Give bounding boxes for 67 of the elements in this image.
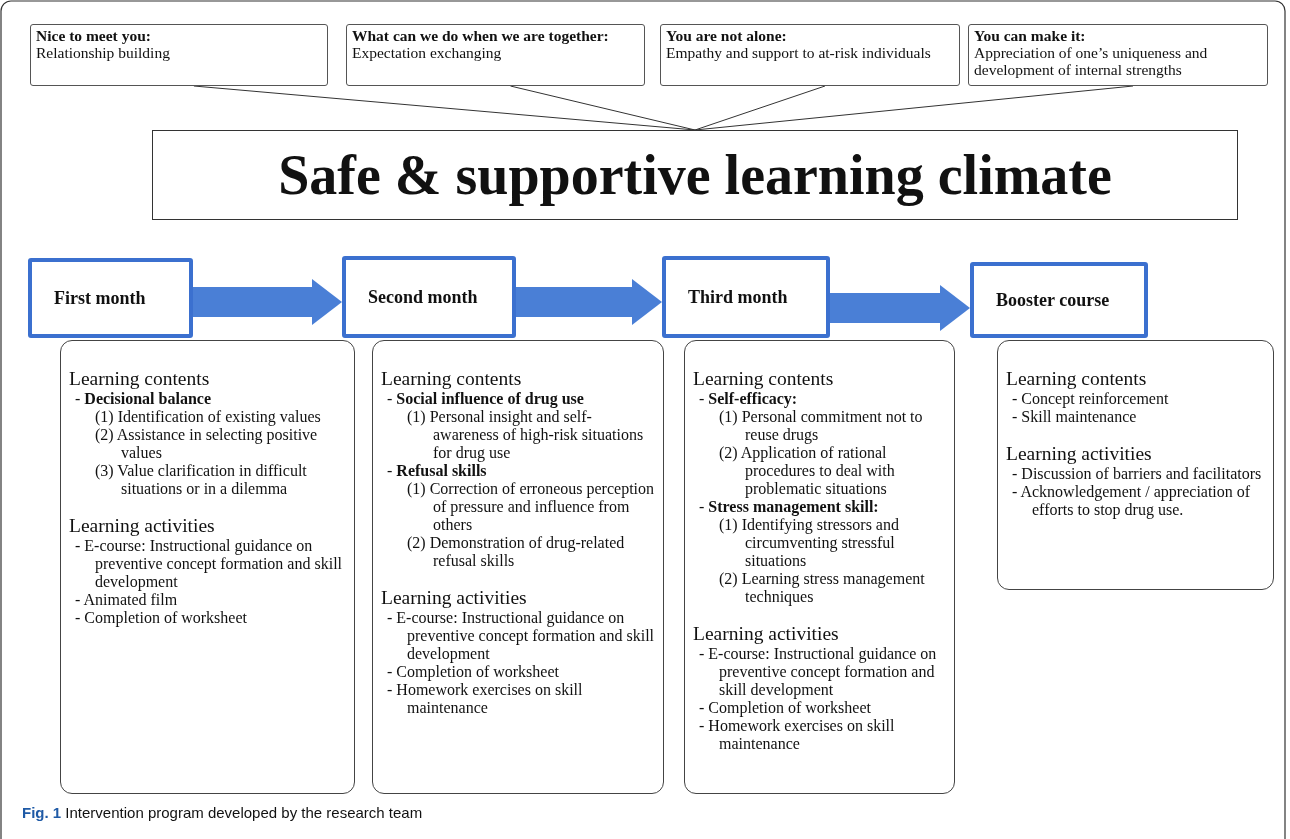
list-item: - Completion of worksheet	[386, 663, 560, 681]
stage-title: Third month	[688, 286, 788, 308]
stage-box	[662, 256, 830, 338]
theme-box	[660, 24, 960, 86]
list-item: - Animated film	[74, 591, 179, 609]
content-panel	[684, 340, 955, 794]
content-panel	[60, 340, 355, 794]
list-item: - Decisional balance	[74, 390, 212, 408]
section-heading: Learning contents	[1006, 367, 1148, 390]
theme-box	[968, 24, 1268, 86]
list-item: - Completion of worksheet	[74, 609, 248, 627]
list-item: (2) Demonstration of drug-related refusal skills	[406, 534, 626, 570]
connector-line	[694, 85, 826, 131]
theme-heading: What can we do when we are together:	[352, 27, 610, 44]
content-panel	[997, 340, 1274, 590]
list-item: - Social influence of drug use	[386, 390, 585, 408]
stage-box	[342, 256, 516, 338]
section-heading: Learning activities	[693, 622, 840, 645]
section-heading: Learning contents	[69, 367, 211, 390]
list-item: (3) Value clarification in difficult situations or in a dilemma	[94, 462, 308, 498]
list-item: - Stress management skill:	[698, 498, 880, 516]
block-arrow	[516, 279, 662, 325]
theme-heading: Nice to meet you:	[36, 27, 152, 44]
list-item: (1) Identifying stressors and circumventing stressful situations	[718, 516, 900, 570]
list-item: (1) Identification of existing values	[94, 408, 322, 426]
section-heading: Learning activities	[1006, 442, 1153, 465]
list-item: - Homework exercises on skill maintenance	[386, 681, 584, 717]
content-panel	[372, 340, 664, 794]
stage-title: First month	[54, 287, 146, 309]
theme-box	[30, 24, 328, 86]
list-item: - Discussion of barriers and facilitators	[1011, 465, 1263, 483]
section-heading: Learning contents	[381, 367, 523, 390]
stage-title: Booster course	[996, 289, 1110, 311]
list-item: - Completion of worksheet	[698, 699, 872, 717]
section-heading: Learning activities	[381, 586, 528, 609]
block-arrow	[193, 279, 342, 325]
stage-box	[28, 258, 193, 338]
list-item: (1) Correction of erroneous perception of pressure and influence from others	[406, 480, 655, 534]
list-item: - E-course: Instructional guidance on preventive concept formation and skill development	[698, 645, 938, 699]
list-item: (2) Learning stress management techniques	[718, 570, 926, 606]
climate-box	[152, 130, 1238, 220]
theme-heading: You are not alone:	[666, 27, 788, 44]
figure-caption: Fig. 1 Intervention program developed by the research team	[22, 804, 423, 821]
theme-box	[346, 24, 645, 86]
climate-title: Safe & supportive learning climate	[278, 143, 1112, 207]
stage-title: Second month	[368, 286, 478, 308]
stage-box	[970, 262, 1148, 338]
list-item: - E-course: Instructional guidance on preventive concept formation and skill development	[74, 537, 344, 591]
theme-text: Appreciation of one’s uniqueness and development of internal strengths	[974, 44, 1209, 78]
list-item: - Homework exercises on skill maintenance	[698, 717, 896, 753]
list-item: - Refusal skills	[386, 462, 488, 480]
section-heading: Learning activities	[69, 514, 216, 537]
theme-text: Relationship building	[36, 44, 171, 61]
list-item: - E-course: Instructional guidance on preventive concept formation and skill development	[386, 609, 656, 663]
list-item: - Skill maintenance	[1011, 408, 1138, 426]
block-arrow	[830, 285, 970, 331]
list-item: (1) Personal insight and self-awareness of high-risk situations for drug use	[406, 408, 645, 462]
list-item: (2) Application of rational procedures to deal with problematic situations	[718, 444, 896, 498]
list-item: (2) Assistance in selecting positive values	[94, 426, 319, 462]
section-heading: Learning contents	[693, 367, 835, 390]
list-item: - Concept reinforcement	[1011, 390, 1170, 408]
list-item: - Self-efficacy:	[698, 390, 799, 408]
list-item: - Acknowledgement / appreciation of efforts to stop drug use.	[1011, 483, 1252, 519]
theme-heading: You can make it:	[974, 27, 1087, 44]
theme-text: Empathy and support to at-risk individuals	[666, 44, 932, 61]
list-item: (1) Personal commitment not to reuse drugs	[718, 408, 924, 444]
theme-text: Expectation exchanging	[352, 44, 503, 61]
